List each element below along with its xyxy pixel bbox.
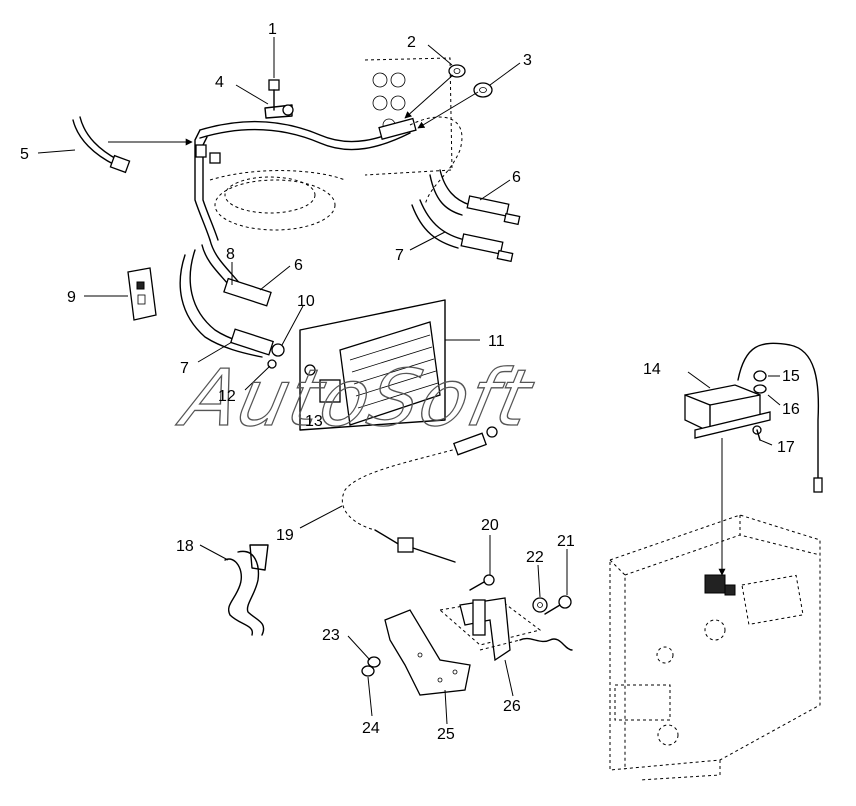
watermark-text: AutoSoft [171, 353, 542, 444]
callout-11: 11 [488, 333, 505, 350]
hose-part-5 [72, 116, 131, 174]
control-cable-part-19 [341, 426, 498, 563]
heater-hose-upper [194, 117, 417, 241]
leader-lines [37, 37, 781, 725]
nut-part-24 [361, 665, 375, 677]
callout-21: 21 [557, 533, 575, 550]
grommet-part-2 [448, 64, 466, 78]
bracket-part-26 [438, 597, 573, 662]
callout-1: 1 [268, 21, 277, 38]
callout-16: 16 [782, 401, 800, 418]
callout-10: 10 [297, 293, 315, 310]
nut-part-15 [753, 370, 767, 382]
callout-22: 22 [526, 549, 544, 566]
heater-case [609, 514, 821, 781]
callout-20: 20 [481, 517, 499, 534]
heater-hose-loop [209, 170, 346, 231]
callout-6a: 6 [512, 169, 521, 186]
callout-6b: 6 [294, 257, 303, 274]
callout-13: 13 [305, 413, 323, 430]
bracket-part-25 [384, 609, 471, 696]
callout-24: 24 [362, 720, 380, 737]
callout-9: 9 [67, 289, 76, 306]
arrows [108, 74, 726, 576]
nut-part-22 [532, 597, 548, 613]
callout-8: 8 [226, 246, 235, 263]
callout-7a: 7 [395, 247, 404, 264]
firewall-panel [364, 57, 453, 176]
callout-7b: 7 [180, 360, 189, 377]
callout-19: 19 [276, 527, 294, 544]
washer-part-16 [753, 384, 767, 394]
callout-5: 5 [20, 146, 29, 163]
bolt-part-1 [268, 79, 280, 111]
clamp-part-4 [264, 104, 294, 119]
callout-17: 17 [777, 439, 795, 456]
grommet-part-3 [473, 82, 493, 98]
callout-2: 2 [407, 34, 416, 51]
bolt-part-21 [544, 595, 572, 615]
clip-part-18 [224, 544, 269, 636]
callout-18: 18 [176, 538, 194, 555]
switch-part-9 [127, 267, 157, 321]
callout-23: 23 [322, 627, 340, 644]
washer-part-23 [367, 656, 381, 668]
callout-25: 25 [437, 726, 455, 743]
callout-26: 26 [503, 698, 521, 715]
heater-hose-right [409, 116, 521, 263]
callout-4: 4 [215, 74, 224, 91]
screw-part-20 [469, 574, 495, 591]
heater-core-part-11 [299, 299, 446, 431]
callout-12: 12 [218, 388, 236, 405]
callout-labels: 1 2 3 4 5 6 7 8 6 9 10 11 7 12 13 14 15 … [20, 21, 800, 743]
harness-wire [737, 342, 823, 493]
callout-14: 14 [643, 361, 661, 378]
relay-part-14 [684, 384, 771, 439]
callout-15: 15 [782, 368, 800, 385]
heater-hose-lower [179, 239, 285, 369]
screw-part-17 [752, 425, 762, 441]
callout-3: 3 [523, 52, 532, 69]
